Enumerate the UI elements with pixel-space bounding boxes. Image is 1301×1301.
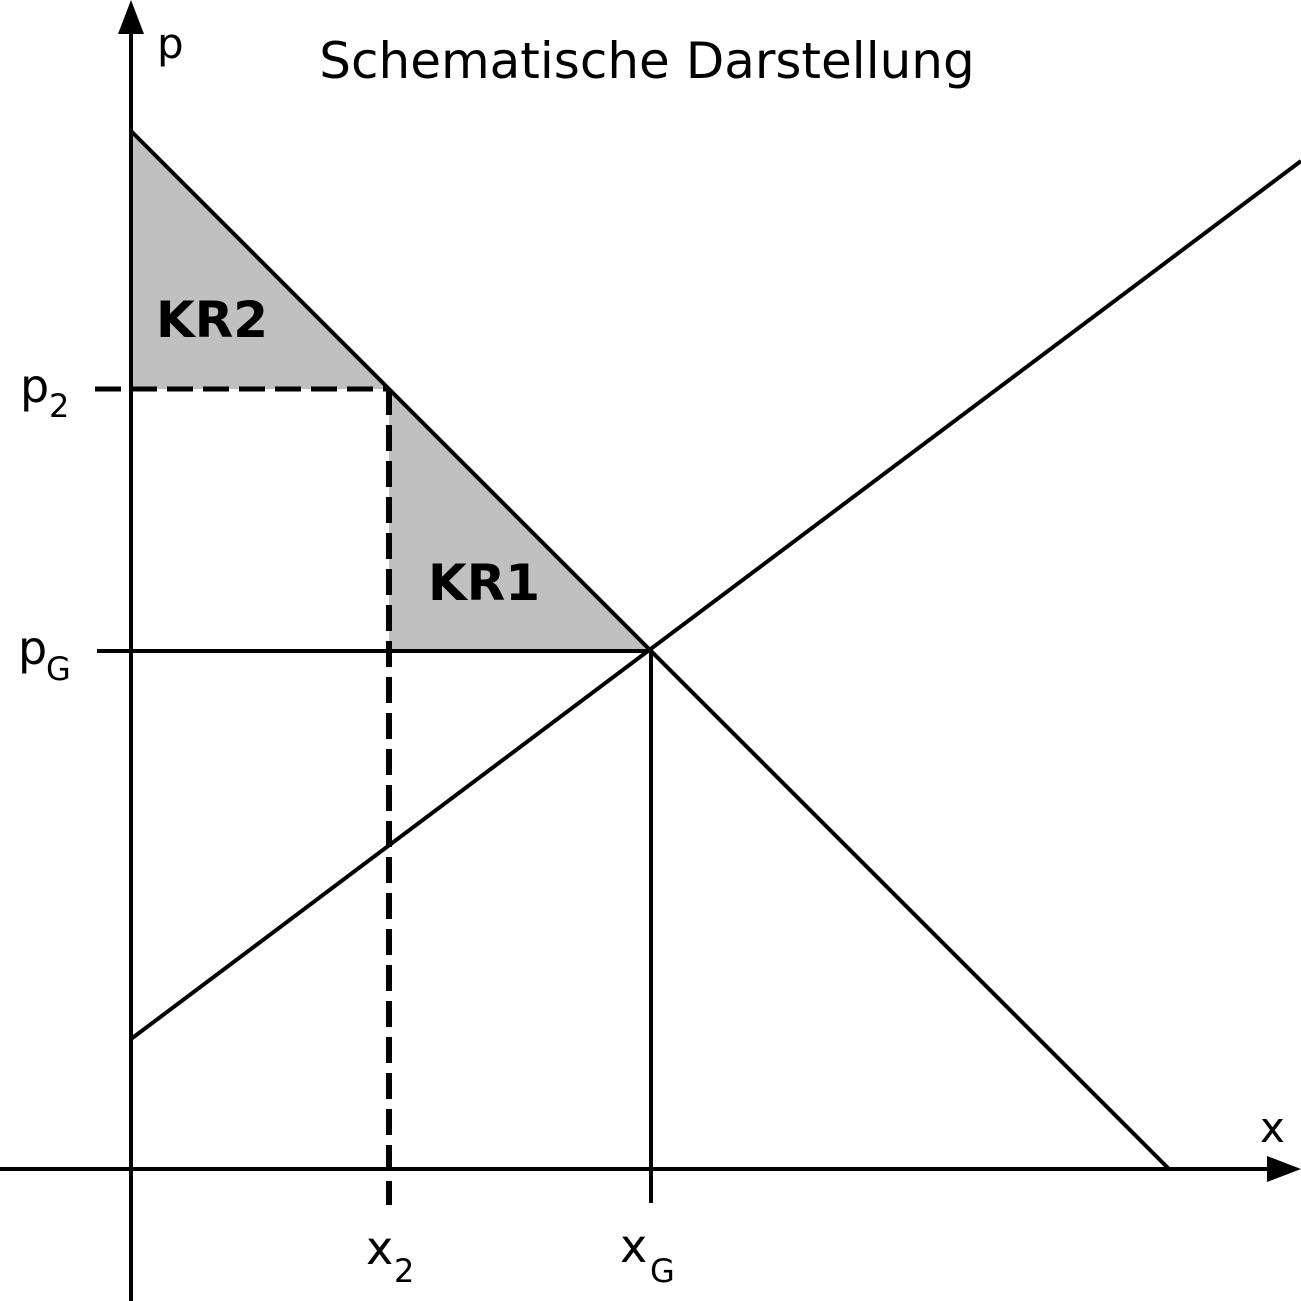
y-axis-arrow <box>118 0 144 34</box>
svg-text:2: 2 <box>394 1252 414 1290</box>
svg-text:G: G <box>650 1252 675 1290</box>
svg-text:G: G <box>46 650 71 688</box>
tick-label-x2: x 2 <box>366 1221 414 1290</box>
x-axis-arrow <box>1267 1156 1301 1182</box>
svg-text:x: x <box>620 1219 647 1273</box>
svg-text:p: p <box>18 621 47 675</box>
x-axis-label: x <box>1260 1103 1285 1152</box>
y-axis-label: p <box>157 19 184 68</box>
tick-label-pG: p G <box>18 621 71 688</box>
supply-curve <box>129 159 1301 1041</box>
tick-label-xG: x G <box>620 1219 675 1290</box>
tick-label-p2: p 2 <box>20 359 69 425</box>
region-label-kr2: KR2 <box>156 291 268 349</box>
svg-text:p: p <box>20 359 49 413</box>
diagram-title: Schematische Darstellung <box>319 32 974 90</box>
region-label-kr1: KR1 <box>428 554 540 612</box>
svg-text:2: 2 <box>49 387 69 425</box>
svg-text:x: x <box>366 1221 393 1275</box>
